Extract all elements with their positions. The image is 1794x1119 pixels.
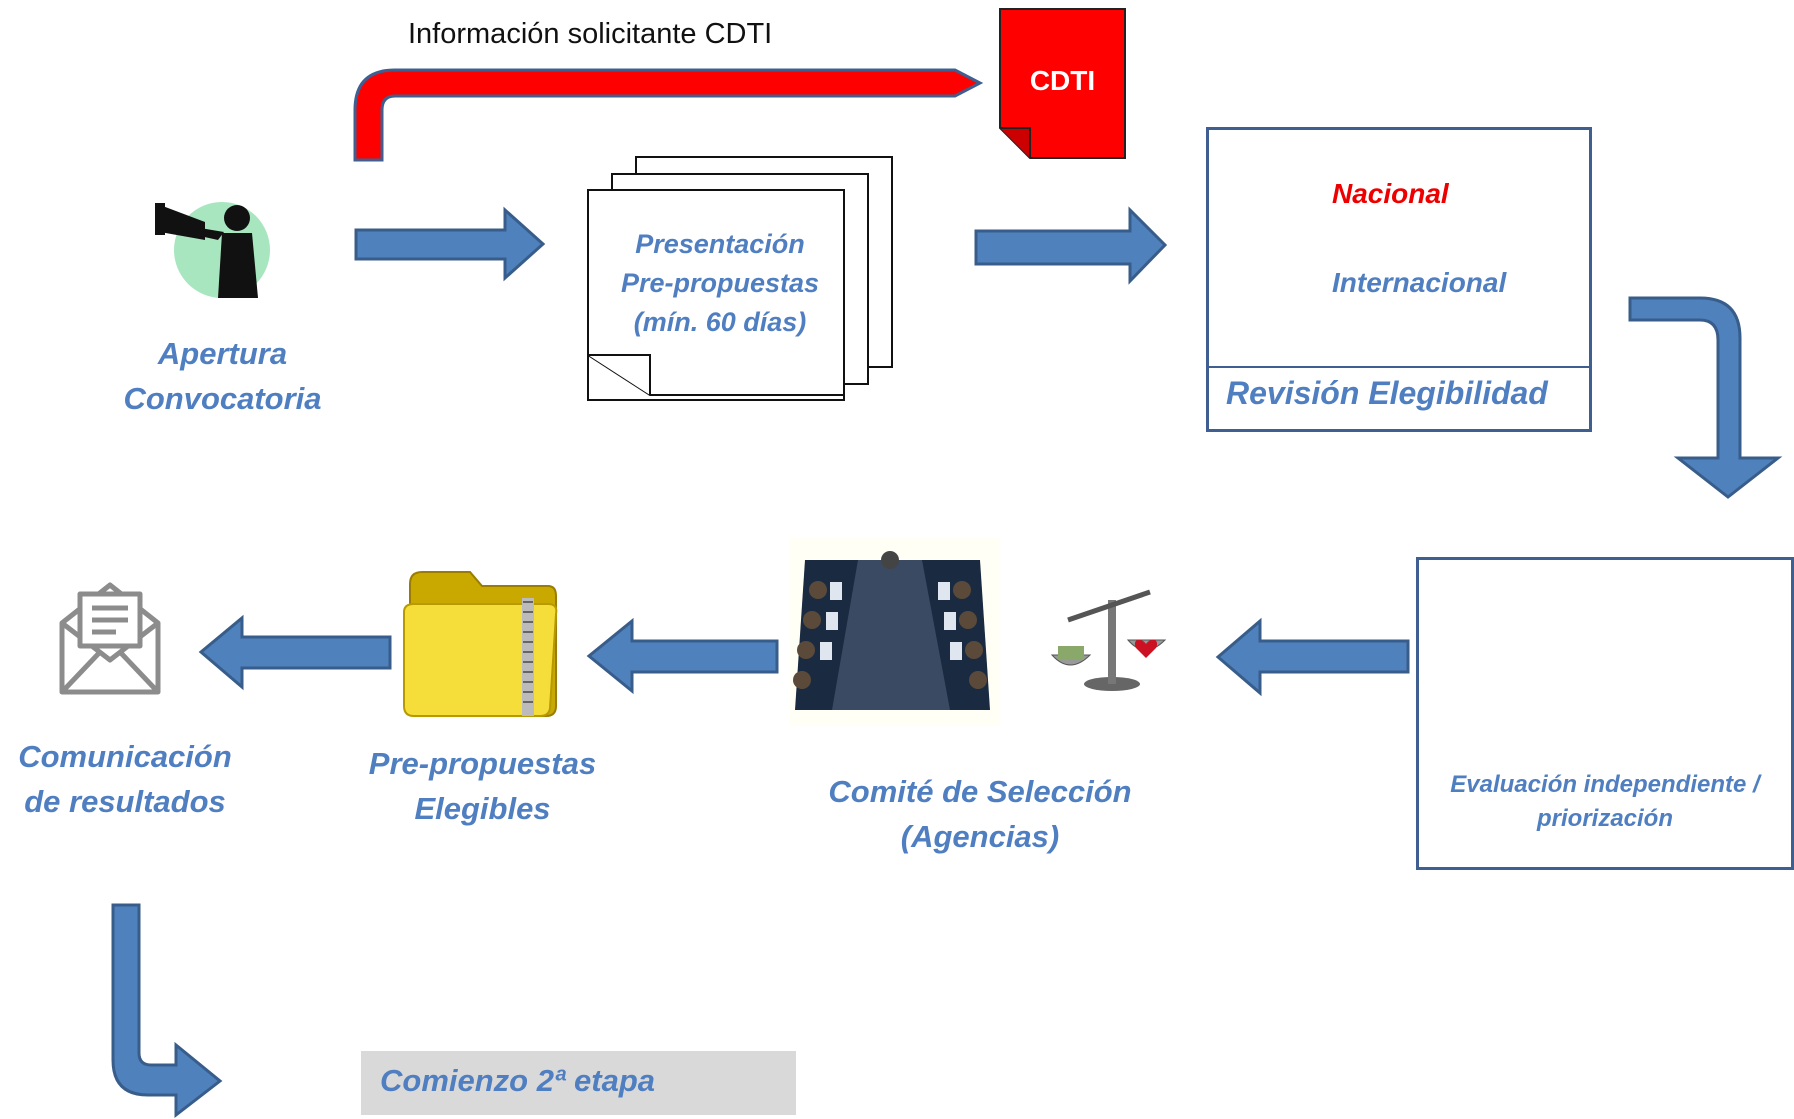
comunicacion-label: Comunicación de resultados (0, 735, 250, 825)
comunicacion-line2: de resultados (24, 783, 226, 819)
red-info-arrow (353, 68, 984, 162)
evaluacion-label: Evaluación independiente / priorización (1416, 768, 1794, 835)
presentacion-label: Presentación Pre-propuestas (mín. 60 día… (600, 225, 840, 342)
comite-line1: Comité de Selección (828, 774, 1132, 809)
evaluacion-box (1416, 557, 1794, 870)
balance-scale-icon (1050, 589, 1167, 691)
arrow-revision-evaluacion (1628, 296, 1783, 499)
arrow-elegibles-comunicacion (198, 614, 392, 691)
internacional-label: Internacional (1332, 267, 1507, 298)
comite-line2: (Agencias) (900, 818, 1060, 854)
arrow-comite-elegibles (586, 617, 779, 695)
revision-divider (1209, 366, 1589, 368)
elegibles-label: Pre-propuestas Elegibles (350, 742, 615, 832)
presentacion-line1: Presentación (635, 229, 805, 259)
document-stack-icon (587, 156, 893, 401)
cdti-label: CDTI (1029, 65, 1096, 96)
evaluacion-line2: priorización (1536, 804, 1674, 832)
elegibles-line1: Pre-propuestas (368, 746, 597, 781)
comite-label: Comité de Selección (Agencias) (810, 770, 1150, 860)
nacional-label: Nacional (1332, 178, 1449, 209)
cdti-document-shape (999, 8, 1126, 159)
envelope-icon (59, 582, 161, 695)
evaluacion-line1: Evaluación independiente / (1450, 771, 1760, 798)
elegibles-line2: Elegibles (414, 790, 551, 826)
top-info-label: Información solicitante CDTI (408, 18, 773, 50)
apertura-line1: Apertura (157, 336, 288, 371)
arrow-evaluacion-comite (1215, 617, 1410, 697)
revision-title: Revisión Elegibilidad (1226, 375, 1548, 411)
presentacion-line2: Pre-propuestas (620, 268, 820, 299)
apertura-line2: Convocatoria (123, 380, 322, 416)
meeting-table-icon (790, 538, 1000, 726)
revision-box (1206, 127, 1592, 432)
arrow-apertura-presentacion (354, 206, 546, 282)
arrow-presentacion-revision (974, 206, 1168, 285)
comunicacion-line1: Comunicación (18, 739, 232, 774)
yellow-folder-icon (403, 571, 558, 717)
arrow-comunicacion-comienzo (111, 903, 223, 1119)
comienzo-label: Comienzo 2ª etapa (380, 1063, 656, 1098)
presentacion-line3: (mín. 60 días) (633, 307, 807, 338)
apertura-label: Apertura Convocatoria (100, 332, 345, 422)
megaphone-speaker-icon (155, 202, 270, 298)
comienzo-bar (361, 1051, 796, 1115)
